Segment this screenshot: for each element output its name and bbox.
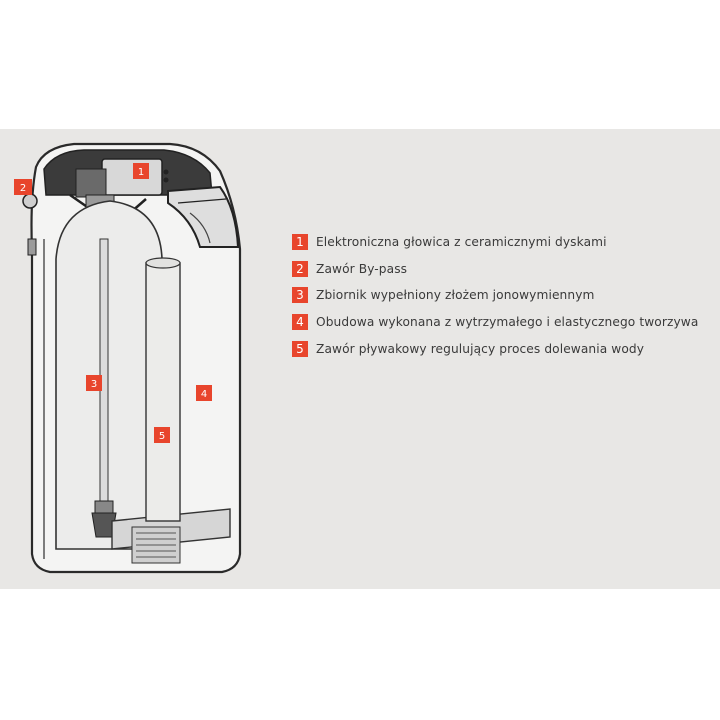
legend-text-2: Zawór By-pass — [316, 261, 408, 276]
marker-4 — [196, 385, 212, 401]
marker-5 — [154, 427, 170, 443]
diagram-panel: 1 2 3 4 5 1 Elektroniczna głowica z cera… — [0, 129, 720, 589]
legend-text-3: Zbiornik wypełniony złożem jonowymiennym — [316, 288, 595, 303]
legend-item-4: 4 Obudowa wykonana z wytrzymałego i elas… — [292, 313, 712, 331]
legend-item-5: 5 Zawór pływakowy regulujący proces dole… — [292, 340, 712, 358]
legend-item-1: 1 Elektroniczna głowica z ceramicznymi d… — [292, 233, 712, 251]
marker-2 — [14, 179, 32, 195]
legend-number-4: 4 — [292, 314, 308, 331]
marker-3-label: 3 — [91, 379, 97, 390]
marker-1-label: 1 — [138, 167, 144, 178]
float-column — [145, 262, 181, 522]
legend-text-1: Elektroniczna głowica z ceramicznymi dys… — [316, 235, 607, 249]
water-softener-illustration: 1 2 3 4 5 — [14, 142, 242, 574]
legend: 1 Elektroniczna głowica z ceramicznymi d… — [292, 233, 712, 366]
bypass-valve — [22, 193, 38, 209]
marker-3 — [86, 375, 102, 391]
resin-tank — [55, 200, 163, 550]
legend-text-5: Zawór pływakowy regulujący proces dolewa… — [316, 341, 645, 356]
marker-2-label: 2 — [20, 183, 26, 194]
legend-number-1: 1 — [292, 234, 308, 250]
legend-text-4: Obudowa wykonana z wytrzymałego i elasty… — [316, 315, 699, 330]
legend-number-2: 2 — [292, 260, 308, 277]
legend-item-3: 3 Zbiornik wypełniony złożem jonowymienn… — [292, 286, 712, 304]
marker-5-label: 5 — [159, 431, 165, 442]
marker-4-label: 4 — [201, 389, 207, 400]
legend-number-5: 5 — [292, 340, 308, 357]
legend-item-2: 2 Zawór By-pass — [292, 260, 712, 278]
legend-number-3: 3 — [292, 287, 308, 304]
marker-1 — [133, 163, 149, 179]
control-head — [101, 158, 163, 196]
